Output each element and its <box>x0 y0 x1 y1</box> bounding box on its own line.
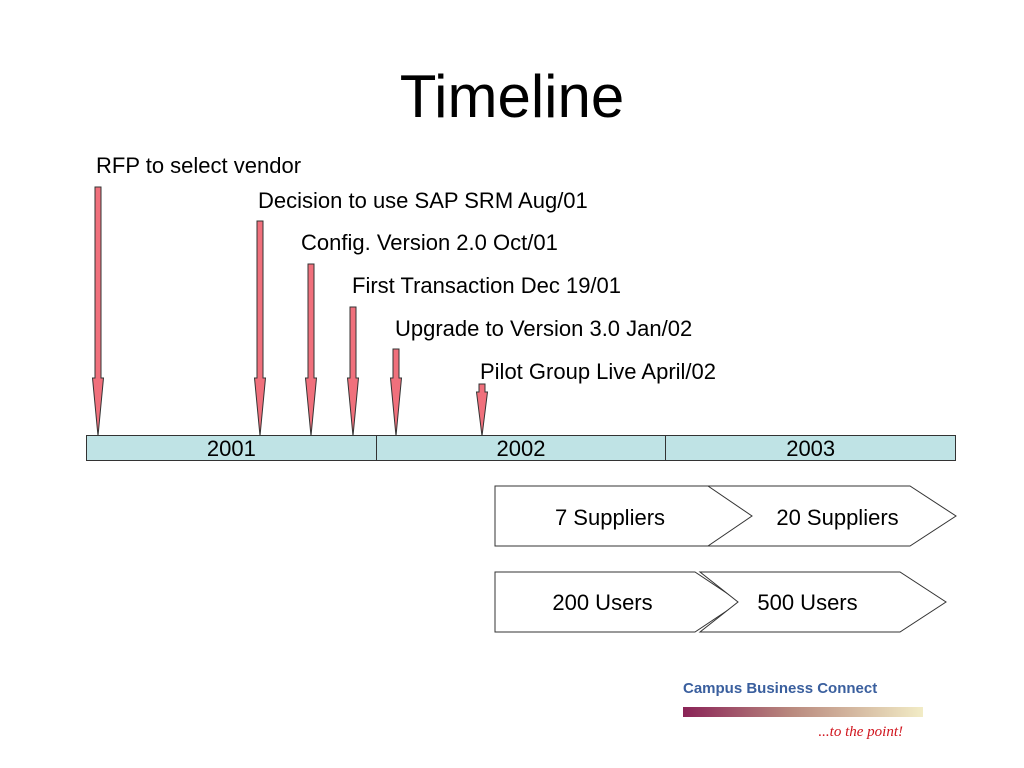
milestone-label-decision: Decision to use SAP SRM Aug/01 <box>258 188 588 213</box>
arrow-pilot <box>475 383 489 437</box>
brand-tagline: ...to the point! <box>818 724 903 740</box>
arrow-config <box>304 263 318 437</box>
year-bar: 2001 2002 2003 <box>86 435 956 461</box>
brand-gradient-bar <box>683 707 923 717</box>
arrow-decision <box>253 220 267 437</box>
year-cell-2002: 2002 <box>375 436 666 461</box>
arrow-rfp <box>91 186 105 437</box>
milestone-label-upgrade: Upgrade to Version 3.0 Jan/02 <box>395 316 693 341</box>
phase-label-500-users: 500 Users <box>757 590 858 615</box>
arrow-first-transaction <box>346 306 360 437</box>
slide-title: Timeline <box>399 63 625 130</box>
phase-label-20-suppliers: 20 Suppliers <box>776 505 899 530</box>
arrow-upgrade <box>389 348 403 437</box>
chevron-200-users <box>494 571 741 633</box>
brand-name: Campus Business Connect <box>683 680 878 697</box>
milestone-label-first-transaction: First Transaction Dec 19/01 <box>352 273 622 298</box>
year-cell-2003: 2003 <box>665 436 955 461</box>
phase-label-200-users: 200 Users <box>552 590 653 615</box>
year-cell-2001: 2001 <box>206 436 256 461</box>
chevron-20-suppliers <box>706 485 957 547</box>
milestone-label-rfp: RFP to select vendor <box>96 153 302 178</box>
chevron-500-users <box>698 571 947 633</box>
milestone-label-pilot: Pilot Group Live April/02 <box>480 359 717 384</box>
phase-label-7-suppliers: 7 Suppliers <box>554 505 666 530</box>
milestone-label-config: Config. Version 2.0 Oct/01 <box>301 230 558 255</box>
